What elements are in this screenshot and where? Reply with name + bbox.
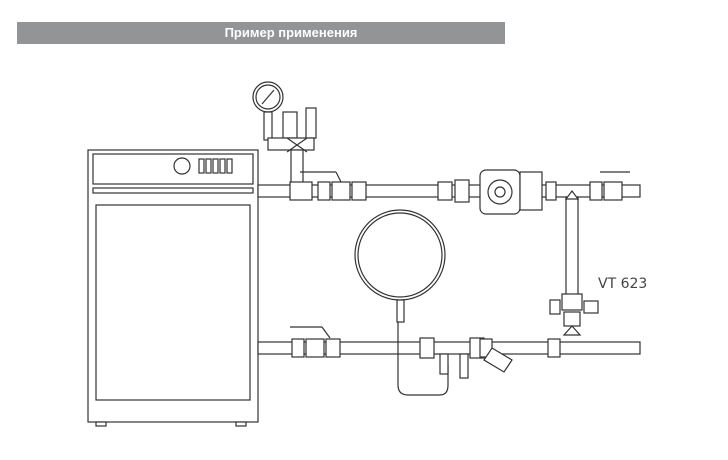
expansion-tank [354,209,449,396]
bypass-pipe [565,196,579,298]
ball-valve-outlet [589,171,630,201]
circulation-pump [437,169,557,215]
ball-valve-return [290,326,341,358]
boiler [87,149,259,427]
valve-label: VT 623 [598,276,648,292]
y-strainer [479,338,561,373]
ball-valve-supply [300,171,367,201]
section-title: Пример применения [224,25,358,40]
mixing-valve-vt623 [549,190,599,336]
safety-group [252,81,317,201]
return-pipe [257,341,641,355]
section-header: Пример применения [17,22,505,44]
